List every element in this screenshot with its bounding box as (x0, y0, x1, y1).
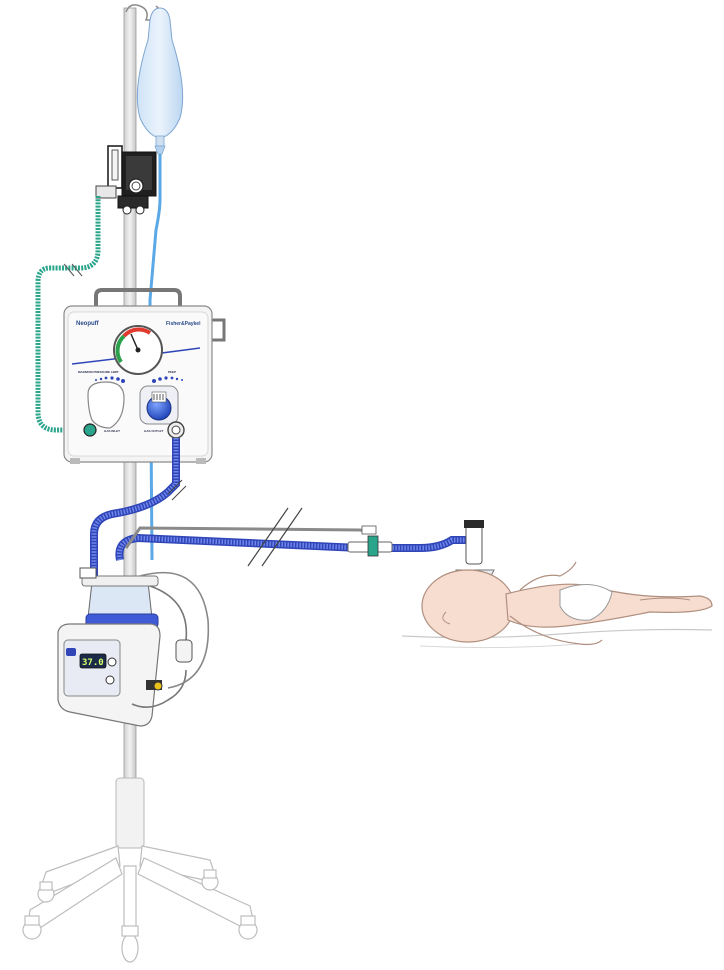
pressure-gauge (114, 326, 162, 374)
flowmeter (96, 146, 156, 214)
peep-knob[interactable] (140, 386, 178, 424)
maker-logo-label: Fisher&Paykel (166, 321, 201, 327)
pole-stand-base (23, 846, 257, 962)
gas-inlet-port[interactable] (84, 424, 96, 436)
peep-label: PEEP (168, 370, 176, 374)
gas-inlet-label: GAS INLET (104, 429, 120, 433)
neopuff-brand-label: Neopuff (76, 321, 100, 327)
gas-outlet-label: GAS OUTLET (144, 429, 164, 433)
flow-knob-icon (129, 179, 143, 193)
humidifier-temperature-readout: 37.0 (82, 658, 104, 668)
patient-tube (119, 538, 468, 560)
humidifier: 37.0 (58, 568, 162, 726)
neopuff-resuscitator: Neopuff Fisher&Paykel MAXIMUM PRESSURE L… (64, 290, 224, 464)
iv-fluid-bag (137, 8, 182, 154)
mode-button[interactable] (66, 648, 76, 656)
max-pressure-label: MAXIMUM PRESSURE LIMIT (78, 370, 119, 374)
infant-patient (402, 562, 712, 648)
power-button[interactable] (106, 676, 114, 684)
